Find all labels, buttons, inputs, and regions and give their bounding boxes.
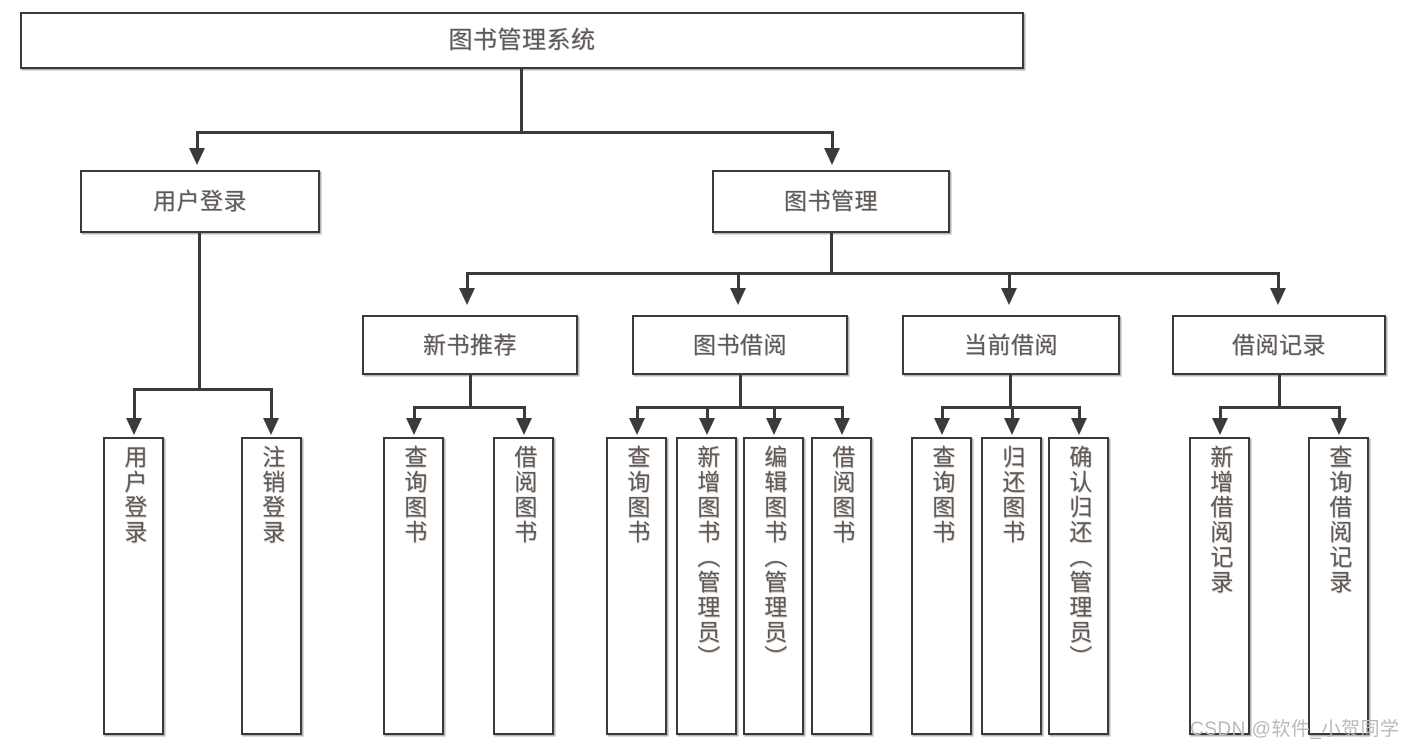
connector-bb-drop-2 [706,406,709,420]
node-label: 图书管理系统 [448,26,596,54]
node-user-login[interactable]: 用户登录 [80,170,320,233]
arrow-to-bb-leaf-4 [834,418,850,435]
node-label: 图书管理 [784,188,878,215]
leaf-node-return-book[interactable]: 归还图书 [981,437,1042,735]
node-label: 归还图书 [998,445,1025,545]
node-label: 查询图书 [623,445,650,545]
leaf-node-query-book-nbr[interactable]: 查询图书 [383,437,444,735]
arrow-to-cb-leaf-1 [934,418,950,435]
arrow-to-bb-leaf-2 [699,418,715,435]
node-label: 借阅图书 [510,445,537,545]
node-borrow-record[interactable]: 借阅记录 [1172,315,1386,375]
arrow-to-nbr-leaf-1 [406,418,422,435]
csdn-watermark: CSDN @软件_小贺同学 [1190,719,1400,740]
leaf-node-user-login[interactable]: 用户登录 [103,437,164,735]
node-label: 新增借阅记录 [1206,445,1233,595]
arrow-to-user-login [189,148,205,165]
connector-level2-drop-2 [831,131,834,150]
leaf-node-logout[interactable]: 注销登录 [241,437,302,735]
arrow-to-bb-leaf-1 [629,418,645,435]
node-label: 注销登录 [258,445,285,545]
node-label: 用户登录 [120,445,147,545]
leaf-node-add-book-admin[interactable]: 新增图书（管理员） [676,437,737,735]
connector-bb-drop-3 [773,406,776,420]
node-label: 确认归还（管理员） [1065,445,1092,670]
connector-br-drop-1 [1219,406,1222,420]
node-label: 用户登录 [153,188,247,215]
connector-bb-stem [739,375,742,408]
node-book-management[interactable]: 图书管理 [712,170,950,233]
connector-br-stem [1278,375,1281,408]
leaf-node-add-borrow-record[interactable]: 新增借阅记录 [1189,437,1250,735]
connector-level2-drop-1 [196,131,199,150]
arrow-to-leaf-logout [263,418,279,435]
connector-user-login-drop-2 [270,388,273,420]
arrow-to-book-borrow [730,288,746,305]
arrow-to-br-leaf-2 [1331,418,1347,435]
connector-cb-drop-2 [1011,406,1014,420]
leaf-node-borrow-book-nbr[interactable]: 借阅图书 [493,437,554,735]
connector-level3-drop-3 [1008,272,1011,290]
leaf-node-borrow-book-bb[interactable]: 借阅图书 [811,437,872,735]
connector-book-mgmt-stem [830,233,833,273]
node-current-borrow[interactable]: 当前借阅 [902,315,1120,375]
connector-level2-bus [196,131,834,134]
connector-br-bus [1219,406,1341,409]
connector-cb-stem [1009,375,1012,408]
node-label: 借阅记录 [1232,331,1326,358]
leaf-node-query-book-cb[interactable]: 查询图书 [911,437,972,735]
arrow-to-cb-leaf-3 [1071,418,1087,435]
leaf-node-query-book-bb[interactable]: 查询图书 [606,437,667,735]
arrow-to-leaf-user-login [126,418,142,435]
connector-level3-drop-4 [1277,272,1280,290]
connector-root-stem [520,69,523,132]
node-label: 新增图书（管理员） [693,445,720,670]
node-root-book-management-system[interactable]: 图书管理系统 [20,12,1024,69]
connector-cb-drop-1 [941,406,944,420]
connector-cb-drop-3 [1078,406,1081,420]
node-label: 图书借阅 [693,331,787,358]
connector-br-drop-2 [1338,406,1341,420]
arrow-to-book-management [824,148,840,165]
leaf-node-query-borrow-record[interactable]: 查询借阅记录 [1308,437,1369,735]
node-new-book-recommend[interactable]: 新书推荐 [362,315,578,375]
leaf-node-confirm-return-admin[interactable]: 确认归还（管理员） [1048,437,1109,735]
leaf-node-edit-book-admin[interactable]: 编辑图书（管理员） [743,437,804,735]
connector-nbr-drop-1 [413,406,416,420]
node-label: 新书推荐 [423,331,517,358]
arrow-to-new-book-recommend [459,288,475,305]
connector-bb-drop-1 [636,406,639,420]
connector-nbr-bus [413,406,526,409]
arrow-to-current-borrow [1001,288,1017,305]
connector-user-login-stem [198,233,201,390]
connector-nbr-stem [469,375,472,408]
connector-user-login-bus [133,388,272,391]
node-label: 查询图书 [400,445,427,545]
connector-bb-bus [636,406,844,409]
arrow-to-br-leaf-1 [1212,418,1228,435]
arrow-to-borrow-record [1270,288,1286,305]
arrow-to-nbr-leaf-2 [516,418,532,435]
node-label: 编辑图书（管理员） [760,445,787,670]
node-label: 借阅图书 [828,445,855,545]
connector-bb-drop-4 [841,406,844,420]
node-label: 查询图书 [928,445,955,545]
connector-level3-drop-2 [737,272,740,290]
connector-user-login-drop-1 [133,388,136,420]
node-label: 查询借阅记录 [1325,445,1352,595]
connector-nbr-drop-2 [523,406,526,420]
arrow-to-cb-leaf-2 [1004,418,1020,435]
connector-level3-drop-1 [466,272,469,290]
node-label: 当前借阅 [964,331,1058,358]
node-book-borrow[interactable]: 图书借阅 [632,315,848,375]
arrow-to-bb-leaf-3 [766,418,782,435]
connector-level3-bus [466,272,1280,275]
